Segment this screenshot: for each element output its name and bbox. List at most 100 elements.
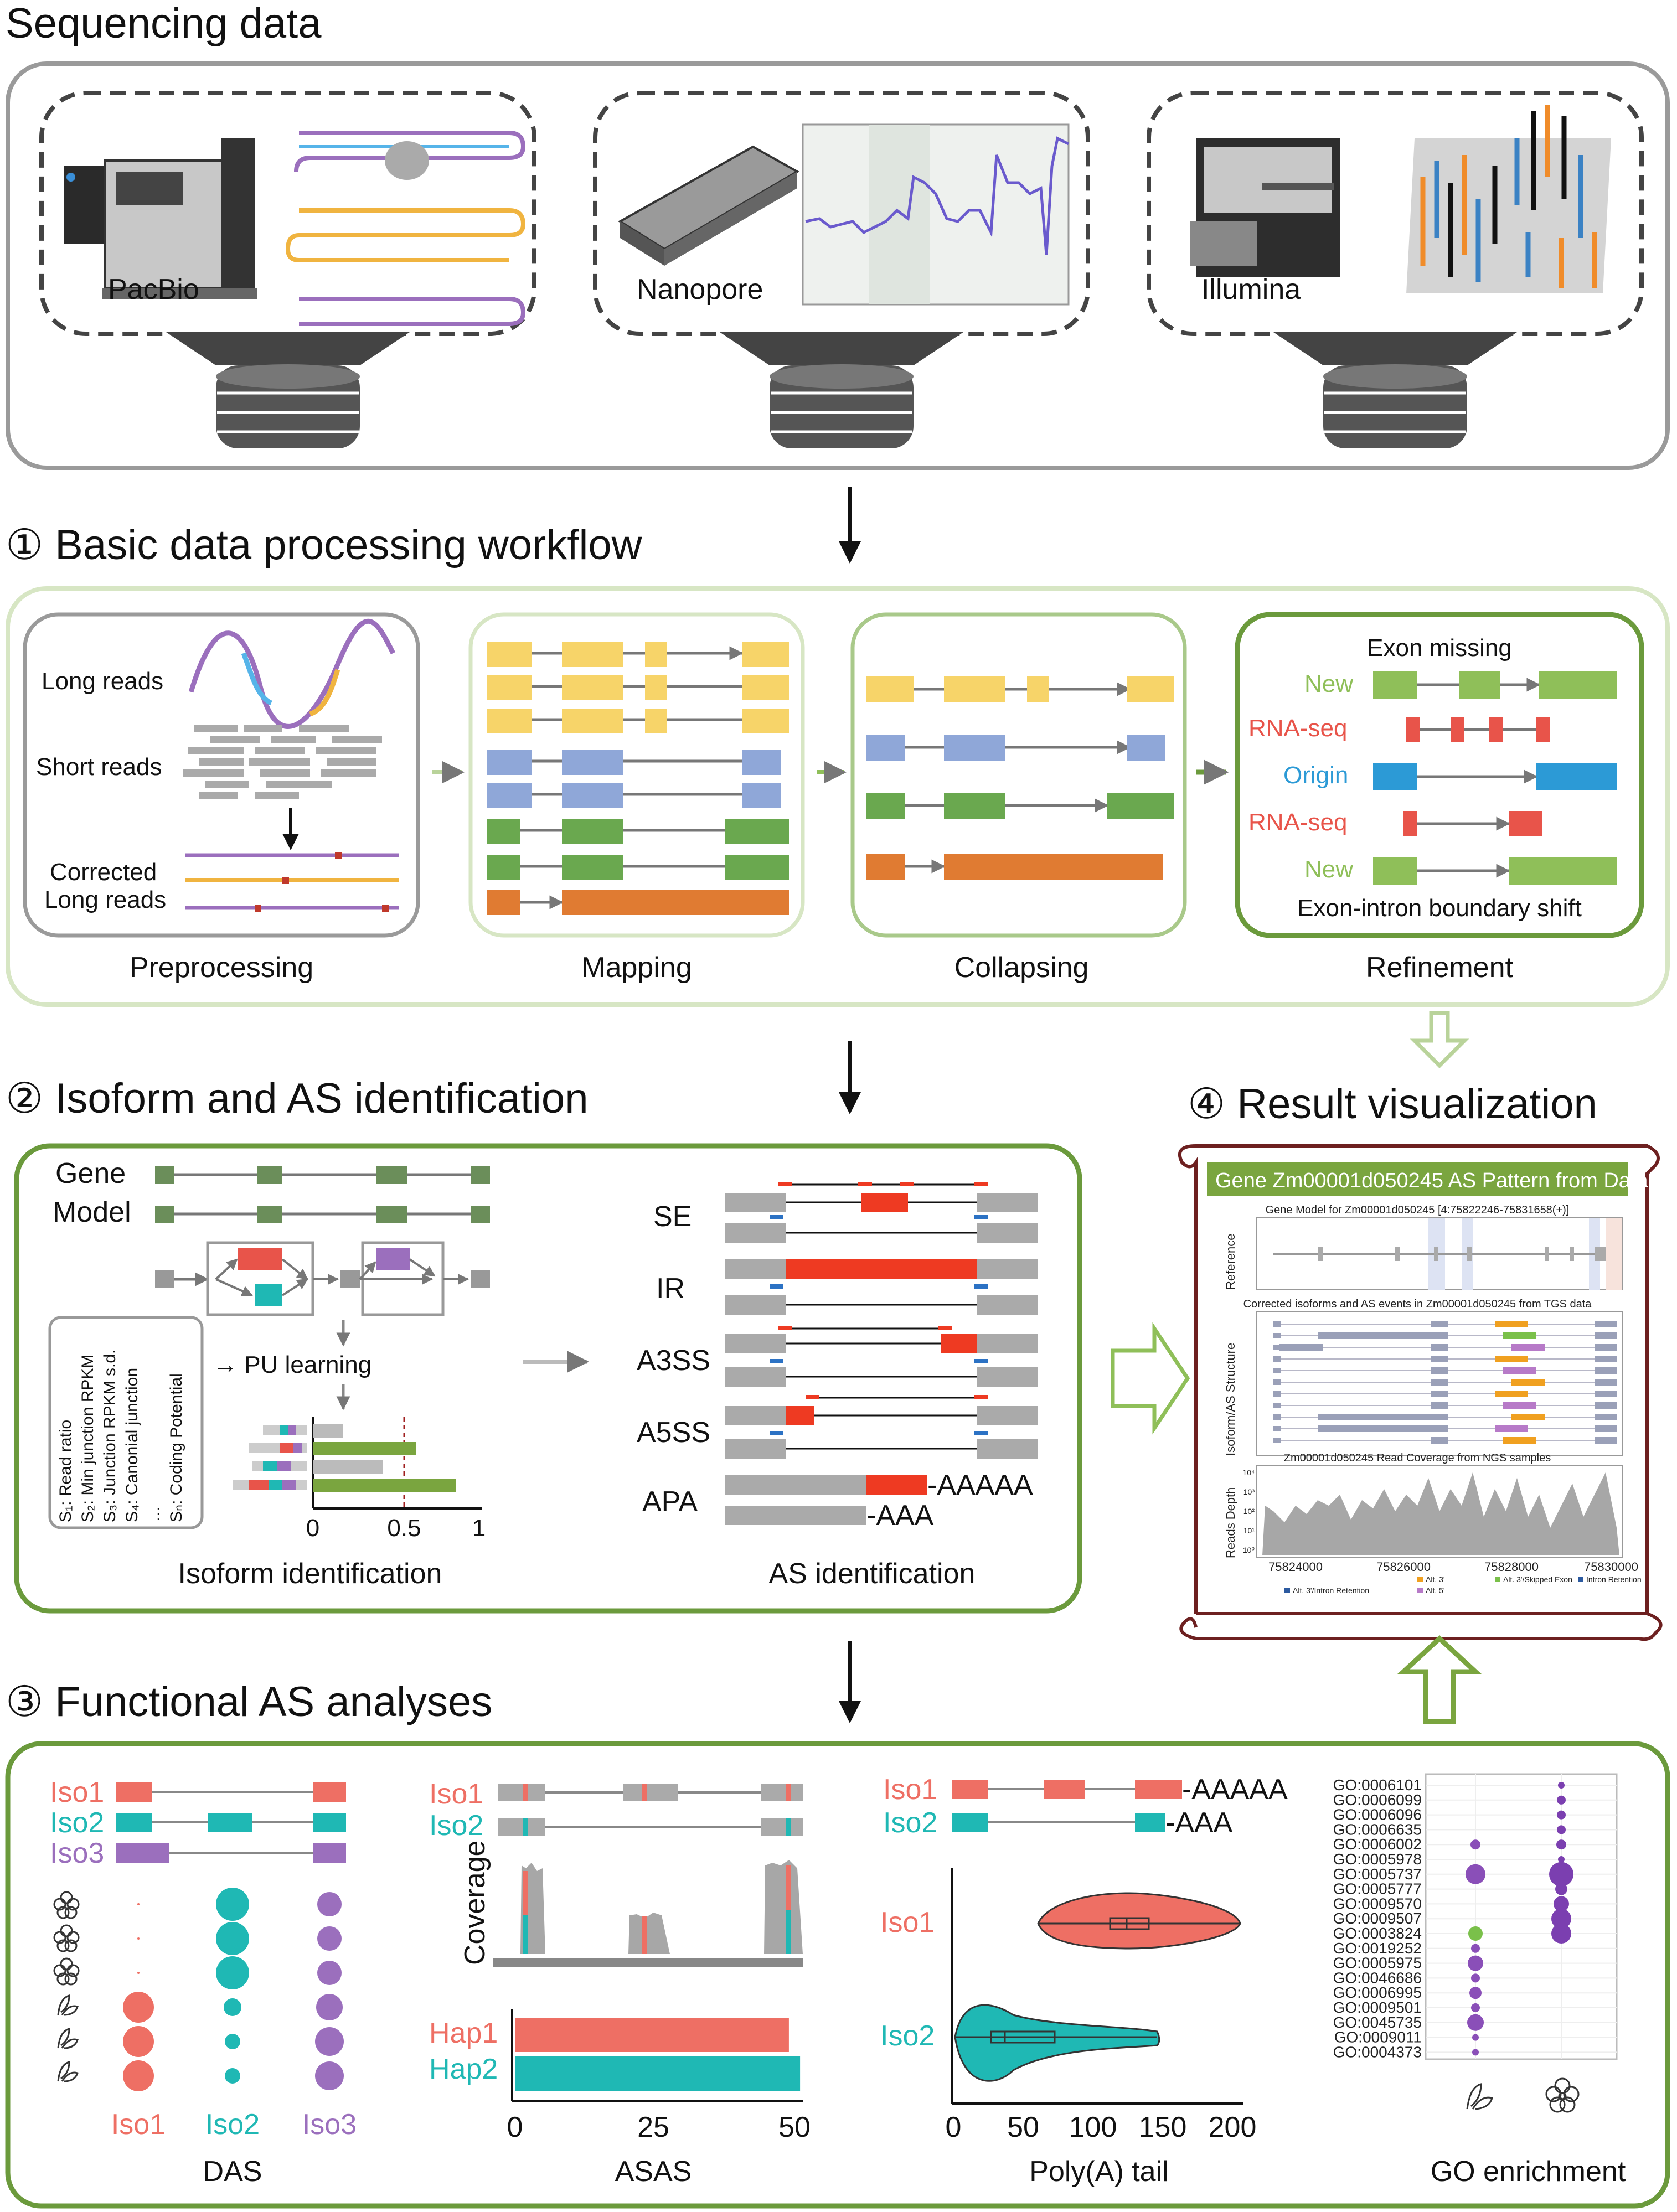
go-term: GO:0006096: [1333, 1806, 1422, 1823]
pu-tick-1: 1: [472, 1515, 486, 1542]
structure-exon: [1279, 1344, 1323, 1351]
go-dot-flower: [1557, 1810, 1566, 1820]
structure-exon: [1431, 1402, 1448, 1409]
model-label: Model: [53, 1196, 131, 1228]
structure-exon: [1273, 1414, 1281, 1420]
go-dot-flower: [1558, 1782, 1565, 1789]
pacbio-label: PacBio: [108, 273, 199, 306]
pu-score-bar: [313, 1442, 416, 1455]
structure-exon: [1318, 1414, 1439, 1420]
das-iso1-label: Iso1: [50, 1776, 104, 1808]
das-label: DAS: [203, 2156, 262, 2188]
sequencing-section: Sequencing data: [6, 0, 1670, 470]
leaf-icon: [57, 1994, 79, 2016]
go-term: GO:0006635: [1333, 1821, 1422, 1838]
das-iso2-label: Iso2: [50, 1807, 104, 1839]
sequencing-title: Sequencing data: [6, 0, 322, 47]
das-dot: [123, 2026, 154, 2057]
structure-exon: [1595, 1321, 1617, 1327]
refine-new-label-2: New: [1304, 856, 1353, 883]
pu-tick-05: 0.5: [387, 1515, 421, 1542]
structure-exon: [1318, 1332, 1439, 1339]
structure-exon: [1595, 1379, 1617, 1386]
polya-tick-100: 100: [1069, 2111, 1117, 2143]
isoform-section: ② Isoform and AS identification Gene Mod…: [6, 1075, 1082, 1614]
go-term: GO:0006002: [1333, 1836, 1422, 1853]
as-identification: SE IR A3SS A5SS APA: [637, 1182, 1038, 1532]
structure-exon: [1431, 1379, 1448, 1386]
illumina-sequencer-icon: [1190, 138, 1340, 277]
das-dot: [137, 1903, 140, 1905]
asas-label: ASAS: [615, 2156, 692, 2188]
structure-as-event: [1511, 1344, 1545, 1351]
basic-section: ① Basic data processing workflow Long re…: [6, 521, 1670, 1007]
sequencing-frame: [6, 61, 1670, 470]
polya-label: Poly(A) tail: [1029, 2156, 1168, 2188]
das-x-iso2: Iso2: [205, 2108, 260, 2141]
boundary-shift-label: Exon-intron boundary shift: [1297, 895, 1582, 922]
structure-rows: [1273, 1321, 1617, 1444]
feature-s3: S₃: Junction RPKM s.d.: [101, 1350, 119, 1522]
mapping-box: [468, 612, 805, 938]
go-term: GO:0005978: [1333, 1851, 1422, 1868]
feature-s1: S₁: Read ratio: [56, 1420, 75, 1522]
das-dot: [225, 2034, 240, 2049]
go-term: GO:0046686: [1333, 1969, 1422, 1986]
hap2-label: Hap2: [429, 2053, 498, 2085]
functional-frame: [5, 1741, 1670, 2209]
structure-exon: [1595, 1332, 1617, 1339]
pu-score-chart: 0 0.5 1: [233, 1417, 486, 1542]
nanopore-label: Nanopore: [637, 273, 763, 306]
go-label: GO enrichment: [1431, 2156, 1626, 2188]
go-dot-matrix: [1466, 1782, 1573, 2056]
asas-coverage-plot: [493, 1860, 803, 1967]
depth-area: [1262, 1472, 1619, 1555]
leaf-icon: [57, 2027, 79, 2049]
violin-iso2: [954, 2004, 1160, 2082]
das-panel: Iso1 Iso2 Iso3: [50, 1776, 357, 2188]
polya-y-iso1: Iso1: [880, 1906, 935, 1939]
das-x-iso3: Iso3: [302, 2108, 357, 2141]
leaf-icon: [57, 2060, 79, 2082]
polya-tick-150: 150: [1139, 2111, 1187, 2143]
depth-x-ticks: 75824000 75826000 75828000 75830000: [1268, 1560, 1638, 1574]
violin-iso1: [1037, 1892, 1241, 1950]
das-dot: [216, 1922, 249, 1955]
go-dot-flower: [1554, 1896, 1569, 1912]
go-dot-leaf: [1472, 2034, 1479, 2041]
depth-xtick-3: 75830000: [1584, 1560, 1638, 1574]
depth-y-ticks: 10⁴ 10³ 10² 10¹ 10⁰: [1242, 1468, 1255, 1554]
polya-violin-chart: [951, 1868, 1243, 2105]
refine-origin-label: Origin: [1283, 762, 1348, 789]
legend-alt3-ir: Alt. 3'/Intron Retention: [1293, 1586, 1369, 1595]
nanopore-device-icon: [618, 145, 800, 266]
flower-icon: [53, 1957, 80, 1986]
as-type-apa: APA: [642, 1486, 698, 1518]
structure-exon: [1595, 1414, 1617, 1420]
das-dot: [123, 2060, 154, 2091]
gene-model-caption: Gene Model for Zm00001d050245 [4:7582224…: [1266, 1204, 1570, 1216]
feature-s2: S₂: Min junction RPKM: [79, 1355, 97, 1522]
go-dot-flower: [1549, 1862, 1573, 1887]
pu-score-bar: [313, 1424, 343, 1438]
das-dot: [216, 1956, 249, 1989]
scroll-frame: [1178, 1144, 1663, 1641]
arrow-refine-result: [1410, 1011, 1469, 1068]
as-type-a5ss: A5SS: [637, 1417, 710, 1449]
go-dot-leaf: [1471, 1944, 1480, 1953]
polya-tail-1: -AAAAA: [1182, 1774, 1288, 1806]
short-reads-stack: [183, 725, 382, 799]
go-term: GO:0005975: [1333, 1955, 1422, 1972]
asas-bar-chart: [511, 2009, 803, 2102]
apa-tail-2: -AAA: [866, 1500, 934, 1532]
feature-s4: S₄: Canonial junction: [123, 1368, 141, 1522]
mapping-yellow-rows: [487, 642, 789, 733]
refine-rnaseq-label-1: RNA-seq: [1248, 715, 1348, 742]
arrow-iso-result: [1111, 1322, 1190, 1435]
feature-sn: Sₙ: Coding Potential: [167, 1373, 185, 1522]
structure-exon: [1595, 1367, 1617, 1374]
asas-panel: Iso1 Iso2 Coverage Hap1 Hap2: [429, 1778, 811, 2188]
das-dot: [317, 1892, 342, 1916]
flower-icon: [53, 1924, 80, 1952]
mapping-orange-row: [487, 890, 789, 915]
